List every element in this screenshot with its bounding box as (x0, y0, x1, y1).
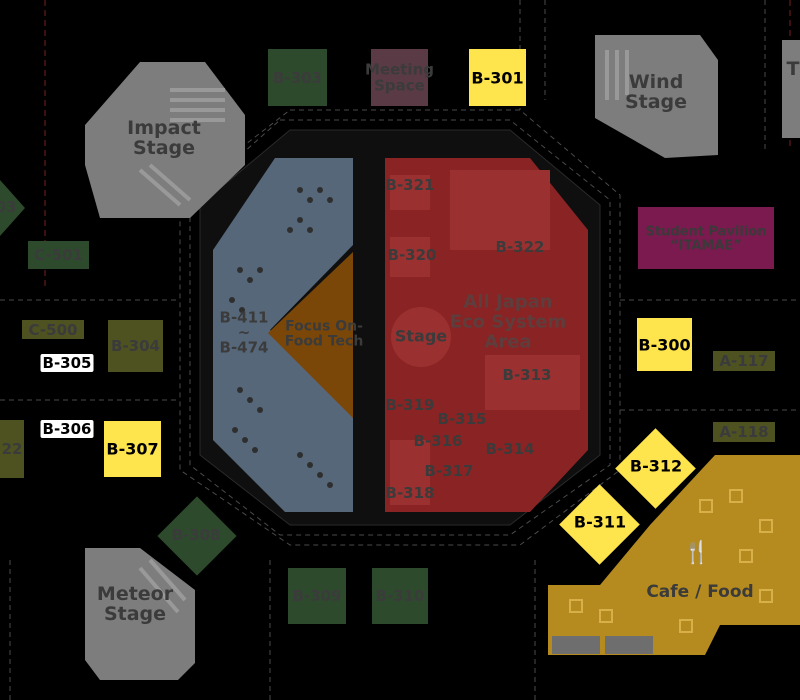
left-edge-03-label[interactable]: 03 (0, 198, 17, 217)
student-pavilion-shape (638, 207, 774, 269)
wind-stage-label[interactable]: Wind Stage (624, 71, 688, 113)
booth-b319[interactable]: B-319 (385, 396, 435, 415)
blue-exhibit-area (213, 158, 353, 512)
meeting-space-label: Meeting Space (364, 60, 435, 95)
booth-b309[interactable]: B-309 (288, 568, 346, 624)
booth-b315[interactable]: B-315 (437, 410, 487, 429)
booth-b318[interactable]: B-318 (385, 484, 435, 503)
booth-a118[interactable]: A-118 (713, 422, 775, 442)
booth-b301-label: B-301 (471, 68, 524, 87)
booth-b321[interactable]: B-321 (385, 176, 435, 195)
booth-b304-label: B-304 (111, 337, 160, 355)
focus-food-tech-area (268, 252, 353, 418)
eco-stage-circle (391, 307, 451, 367)
booth-b307-label: B-307 (106, 439, 159, 459)
booth-b310[interactable]: B-310 (372, 568, 428, 624)
booth-b303[interactable]: B-303 (268, 49, 327, 106)
booth-b304[interactable]: B-304 (108, 320, 163, 372)
booth-left-edge-22[interactable]: 22 (0, 420, 24, 478)
booth-b311-label: B-311 (573, 512, 627, 532)
meteor-stage-seats (138, 558, 187, 614)
blue-area-booth-dots (229, 187, 333, 488)
impact-stage-label[interactable]: Impact Stage (127, 117, 201, 159)
booth-b312-label: B-312 (629, 456, 683, 476)
booth-c501[interactable]: C-501 (28, 241, 89, 269)
booth-b307[interactable]: B-307 (104, 421, 161, 477)
fork-knife-icon: 🍴 (683, 540, 711, 566)
booth-b322[interactable]: B-322 (495, 238, 545, 257)
booth-b308-label: B-308 (171, 526, 221, 545)
cafe-food-area (548, 455, 800, 655)
booth-a118-label: A-118 (719, 423, 769, 441)
booth-b303-label: B-303 (273, 68, 322, 87)
wind-stage-seats (605, 50, 629, 100)
booth-a117[interactable]: A-117 (713, 351, 775, 371)
right-edge-stage-label[interactable]: T (786, 58, 800, 81)
booth-b300[interactable]: B-300 (637, 318, 692, 371)
meteor-stage-label[interactable]: Meteor Stage (96, 583, 174, 625)
eco-stage-label[interactable]: Stage (394, 326, 448, 346)
booth-b317[interactable]: B-317 (424, 462, 474, 481)
booth-b309-label: B-309 (292, 587, 342, 605)
booth-b306[interactable]: B-306 (40, 420, 94, 438)
cafe-lower-blocks (552, 636, 653, 654)
left-edge-diamond (0, 180, 25, 236)
booth-b301[interactable]: B-301 (469, 49, 526, 106)
student-pavilion-label[interactable]: Student Pavilion “ITAMAE” (645, 224, 767, 253)
booth-b316[interactable]: B-316 (413, 432, 463, 451)
booth-c500[interactable]: C-500 (22, 320, 84, 339)
booth-c501-label: C-501 (34, 246, 83, 264)
booth-left-edge-22-label: 22 (1, 440, 23, 458)
booth-b320[interactable]: B-320 (387, 246, 437, 265)
blue-area-range-label[interactable]: B-411 ~ B-474 (219, 308, 269, 357)
eco-area-inner-blocks (390, 170, 580, 505)
right-edge-stage (782, 40, 800, 138)
impact-stage-seats (138, 88, 225, 207)
booth-b314[interactable]: B-314 (485, 440, 535, 459)
right-edge-food-fragment (790, 455, 800, 480)
booth-b310-label: B-310 (375, 587, 425, 605)
cafe-food-label[interactable]: Cafe / Food (646, 582, 754, 603)
booth-a117-label: A-117 (719, 352, 769, 370)
focus-food-tech-label[interactable]: Focus On- Food Tech (284, 318, 364, 350)
meeting-space[interactable]: Meeting Space (365, 49, 434, 106)
cafe-tables (569, 489, 773, 633)
booth-b313[interactable]: B-313 (502, 366, 552, 385)
eco-system-area-label[interactable]: All Japan Eco System Area (449, 291, 567, 352)
booth-c500-label: C-500 (28, 320, 78, 339)
booth-b305[interactable]: B-305 (40, 354, 94, 372)
booth-b300-label: B-300 (638, 335, 691, 354)
